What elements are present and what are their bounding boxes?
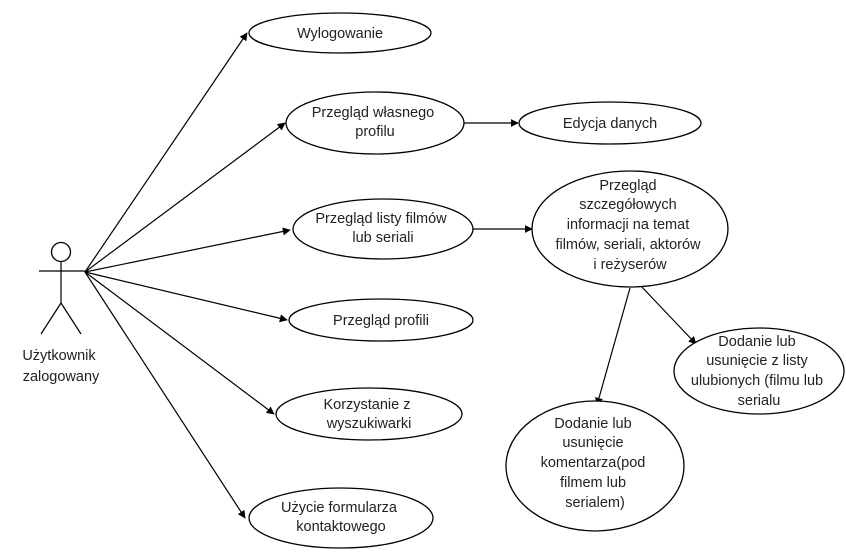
arrow-details-to-comment [595, 287, 631, 406]
arrow-actor-to-browse-list [84, 227, 291, 273]
use-case-label: Przegląd listy filmów lub seriali [315, 211, 450, 246]
use-case-favorites: Dodanie lub usunięcie z listy ulubionych… [673, 327, 845, 415]
arrow-actor-to-search [84, 271, 275, 415]
actor-name: Użytkownik zalogowany [22, 348, 100, 385]
use-case-label: Dodanie lub usunięcie komentarza(pod fil… [541, 416, 650, 511]
use-case-details: Przegląd szczegółowych informacji na tem… [531, 170, 729, 288]
actor-name-line: zalogowany [23, 369, 100, 385]
use-case-comment: Dodanie lub usunięcie komentarza(pod fil… [505, 400, 685, 532]
use-case-browse-profiles: Przegląd profili [288, 298, 474, 342]
arrow-actor-to-logout [84, 32, 248, 273]
arrow-actor-to-contact-form [84, 271, 246, 519]
use-case-browse-list: Przegląd listy filmów lub seriali [292, 198, 474, 260]
use-case-label: Użycie formularza kontaktowego [281, 500, 401, 535]
arrow-details-to-favorites [639, 284, 697, 345]
use-case-label: Przegląd profili [333, 313, 429, 329]
use-case-label: Edycja danych [563, 116, 657, 132]
use-case-logout: Wylogowanie [248, 12, 432, 54]
actor-name-line: Użytkownik [22, 348, 96, 364]
actor-right-leg [60, 302, 82, 335]
use-case-label: Dodanie lub usunięcie z listy ulubionych… [691, 334, 827, 409]
association-arrows [84, 32, 697, 519]
use-case-label: Przegląd szczegółowych informacji na tem… [555, 178, 704, 273]
use-case-label: Wylogowanie [297, 26, 383, 42]
actor-head [50, 241, 72, 263]
arrow-actor-to-browse-profiles [84, 271, 288, 323]
actor-left-leg [40, 302, 62, 335]
arrow-actor-to-own-profile [84, 122, 286, 273]
use-case-own-profile: Przegląd własnego profilu [285, 91, 465, 155]
actor-stick-figure: Użytkownik zalogowany [22, 241, 100, 385]
use-case-label: Korzystanie z wyszukiwarki [323, 397, 414, 432]
use-case-contact-form: Użycie formularza kontaktowego [248, 487, 434, 549]
use-case-label: Przegląd własnego profilu [312, 105, 439, 140]
use-case-edit-data: Edycja danych [518, 101, 702, 145]
use-case-search: Korzystanie z wyszukiwarki [275, 387, 463, 441]
